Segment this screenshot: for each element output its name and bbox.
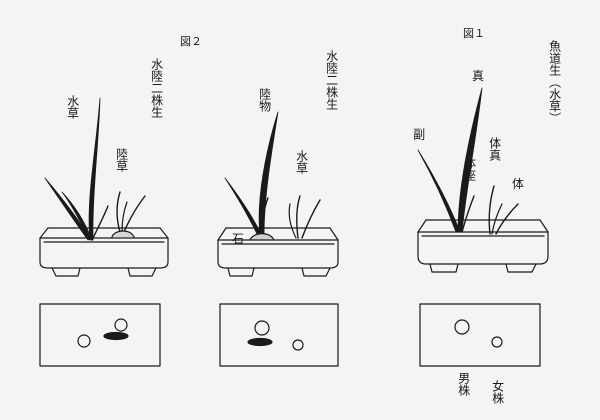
- right-tai-leaf: [495, 203, 519, 235]
- middle-pot-rim-left: [217, 227, 227, 241]
- middle-land-plant-leaf-a: [224, 177, 263, 237]
- left-land-grass-leaf-c: [121, 201, 128, 233]
- left-pot-title: 水陸二株生: [149, 58, 164, 118]
- right-pot-rim-left: [417, 219, 427, 233]
- right-pot-elevation: [417, 87, 549, 273]
- figure-2-title: 図２: [180, 35, 202, 48]
- right-taiza-label: 体座: [462, 157, 477, 181]
- right-taiza-leaf: [461, 195, 475, 233]
- right-male-stock-label: 男株: [456, 372, 471, 396]
- left-land-grass-leaf-b: [123, 195, 146, 233]
- left-pot-rim-left: [39, 227, 49, 239]
- middle-pot-foot-right: [301, 267, 331, 277]
- middle-stone-label: 石: [232, 232, 245, 246]
- left-water-grass-label: 水草: [65, 95, 80, 119]
- left-plan-water-grass-circle: [77, 334, 91, 348]
- left-pot-foot-left: [51, 267, 81, 277]
- left-pot-elevation: [39, 97, 169, 277]
- middle-land-plant-leaf-b: [261, 197, 269, 237]
- left-land-grass-label: 陸草: [114, 148, 129, 172]
- right-soe-label: 副: [411, 128, 426, 140]
- figure-1-title: 図１: [463, 27, 485, 40]
- middle-land-plant-tall-leaf: [258, 111, 279, 237]
- middle-plan-outline: [219, 303, 339, 367]
- middle-stone-mound: [249, 233, 275, 241]
- middle-water-grass-label: 水草: [294, 150, 309, 174]
- left-water-grass-leaf-b: [61, 191, 93, 241]
- right-shin-label: 真: [472, 69, 485, 83]
- right-plan-outline: [419, 303, 541, 367]
- left-plan-outline: [39, 303, 161, 367]
- left-land-grass-leaf-a: [116, 191, 121, 233]
- left-water-grass-leaf-a: [44, 177, 92, 241]
- left-plan-land-grass-circle: [114, 318, 128, 332]
- middle-pot-elevation: [217, 111, 339, 277]
- left-pot-rim-right: [159, 227, 169, 239]
- left-plan-stone-mark: [103, 331, 129, 341]
- middle-pot-foot-left: [227, 267, 255, 277]
- left-stone-mound: [111, 230, 135, 238]
- left-water-grass-tall-leaf: [88, 97, 101, 241]
- middle-pot-rim-right: [329, 227, 339, 241]
- right-taishin-leaf: [488, 185, 495, 235]
- middle-plan-land-plant-circle: [254, 320, 270, 336]
- middle-water-grass-leaf-b: [301, 199, 321, 239]
- right-taishin-label: 体真: [487, 137, 502, 161]
- middle-water-grass-leaf-c: [288, 203, 297, 239]
- right-pot-rim-right: [539, 219, 549, 233]
- middle-pot-body: [217, 239, 339, 269]
- right-plan-male-stock-circle: [454, 319, 470, 335]
- right-tai-leaf-b: [491, 203, 503, 235]
- middle-land-plant-label: 陸物: [257, 88, 272, 112]
- right-female-stock-label: 女株: [490, 380, 505, 404]
- left-pot-plan-view: [39, 303, 161, 367]
- middle-pot-title: 水陸二株生: [324, 50, 339, 110]
- right-plan-female-stock-circle: [491, 336, 503, 348]
- left-pot-body: [39, 237, 169, 269]
- middle-plan-stone-mark: [247, 337, 273, 347]
- left-pot-foot-right: [127, 267, 157, 277]
- right-soe-leaf: [417, 149, 461, 233]
- right-tai-label: 体: [512, 177, 525, 191]
- middle-pot-plan-view: [219, 303, 339, 367]
- middle-water-grass-leaf-a: [295, 195, 301, 239]
- right-pot-body: [417, 231, 549, 265]
- right-shin-leaf: [457, 87, 483, 233]
- right-pot-foot-left: [429, 263, 459, 273]
- right-pot-plan-view: [419, 303, 541, 367]
- right-pot-foot-right: [505, 263, 537, 273]
- left-water-grass-leaf-c: [91, 205, 109, 241]
- middle-plan-water-grass-circle: [292, 339, 304, 351]
- right-pot-title: 魚道生（水草）: [547, 40, 562, 124]
